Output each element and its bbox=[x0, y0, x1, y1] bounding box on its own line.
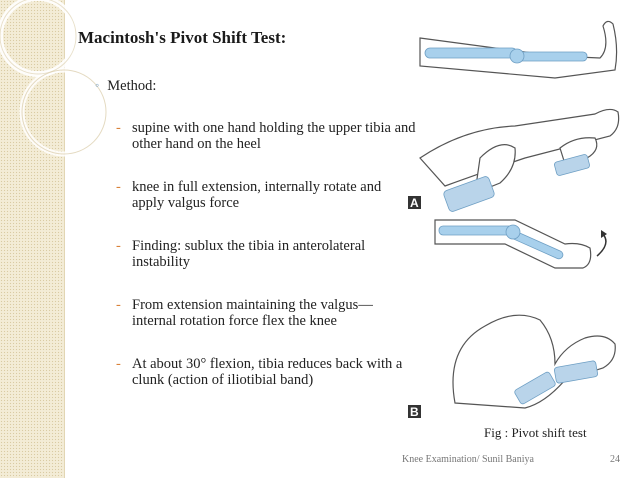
method-step: -From extension maintaining the valgus—i… bbox=[116, 297, 416, 329]
method-label: Method: bbox=[107, 78, 157, 94]
side-divider bbox=[64, 0, 65, 478]
dash-bullet-icon: - bbox=[116, 297, 121, 313]
method-step-text: At about 30° flexion, tibia reduces back… bbox=[132, 356, 403, 388]
pivot-shift-illustration: A A B bbox=[408, 20, 620, 419]
page-number: 24 bbox=[610, 454, 620, 465]
leg-with-hands-drawing bbox=[419, 108, 620, 212]
method-heading: ◦ Method: bbox=[95, 78, 156, 95]
dash-bullet-icon: - bbox=[116, 238, 121, 254]
knee-flexion-drawing bbox=[452, 314, 616, 409]
figure-label-b: B bbox=[410, 405, 419, 419]
dash-bullet-icon: - bbox=[116, 356, 121, 372]
dash-bullet-icon: - bbox=[116, 120, 121, 136]
method-step-text: supine with one hand holding the upper t… bbox=[132, 120, 416, 152]
decorative-side-strip bbox=[0, 0, 64, 478]
method-step: -supine with one hand holding the upper … bbox=[116, 120, 416, 152]
slide-title: Macintosh's Pivot Shift Test: bbox=[78, 28, 287, 47]
circle-bullet-icon: ◦ bbox=[95, 78, 100, 92]
figure-label-a-text: A bbox=[410, 196, 419, 210]
method-step-text: knee in full extension, internally rotat… bbox=[132, 179, 382, 211]
footer-text: Knee Examination/ Sunil Baniya bbox=[402, 454, 534, 465]
method-step: -knee in full extension, internally rota… bbox=[116, 179, 416, 211]
label-a-box bbox=[408, 196, 421, 209]
method-step: -At about 30° flexion, tibia reduces bac… bbox=[116, 356, 416, 388]
leg-rotation-drawing bbox=[434, 219, 607, 269]
method-step-text: From extension maintaining the valgus—in… bbox=[132, 297, 373, 329]
label-b-box bbox=[408, 405, 421, 418]
dash-bullet-icon: - bbox=[116, 179, 121, 195]
method-steps-list: -supine with one hand holding the upper … bbox=[116, 120, 416, 388]
leg-extended-drawing bbox=[419, 20, 618, 79]
method-step-text: Finding: sublux the tibia in anterolater… bbox=[132, 238, 366, 270]
decorative-rings bbox=[0, 0, 109, 157]
method-step: -Finding: sublux the tibia in anterolate… bbox=[116, 238, 416, 270]
figure-caption: Fig : Pivot shift test bbox=[484, 425, 587, 440]
